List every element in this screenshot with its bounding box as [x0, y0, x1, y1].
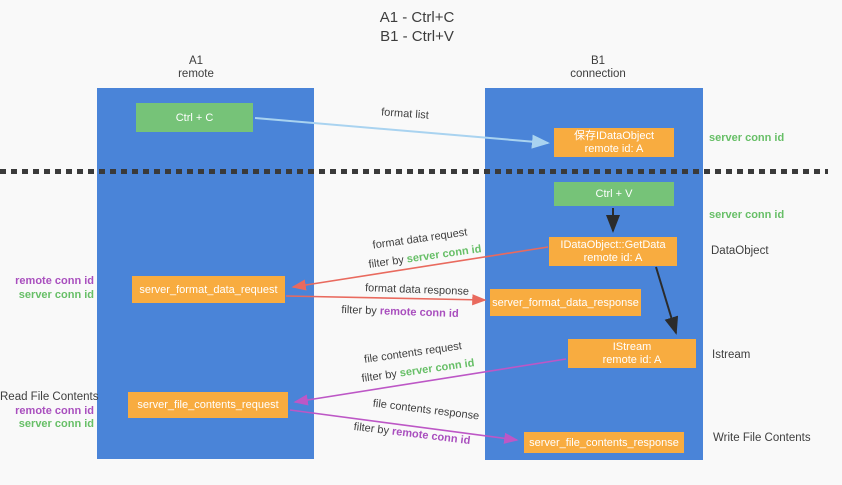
filter-by-remote-conn-id-label-2: filter by remote conn id: [353, 421, 471, 447]
istream-label: Istream: [712, 349, 751, 361]
getdata-line1: IDataObject::GetData: [560, 239, 666, 251]
column-a-id: A1: [188, 55, 204, 67]
machine-boundary-dotted-line: [0, 169, 828, 174]
column-a-subtitle: remote: [178, 68, 214, 80]
filter-by-text: filter by: [367, 254, 405, 271]
istream-box: IStream remote id: A: [568, 339, 696, 368]
left-conn-id-group-2: Read File Contents remote conn id server…: [0, 391, 99, 432]
save-idataobject-line1: 保存IDataObject: [573, 130, 655, 142]
ctrl-v-box: Ctrl + V: [554, 182, 674, 206]
server-conn-id-label-1: server conn id: [18, 288, 94, 301]
diagram-title: A1 - Ctrl+C B1 - Ctrl+V: [317, 8, 517, 46]
server-conn-id-keyword: server conn id: [406, 243, 483, 266]
format-list-label: format list: [380, 106, 430, 122]
server-conn-id-label-2: server conn id: [18, 418, 94, 430]
server-conn-id-label-mid: server conn id: [709, 209, 785, 221]
left-conn-id-group-1: remote conn id server conn id: [0, 275, 94, 302]
remote-conn-id-keyword: remote conn id: [379, 305, 459, 321]
server-format-data-request-box: server_format_data_request: [132, 276, 285, 303]
save-idataobject-box: 保存IDataObject remote id: A: [554, 128, 674, 157]
filter-by-text: filter by: [353, 420, 390, 438]
server-conn-id-keyword: server conn id: [399, 357, 476, 380]
istream-line1: IStream: [612, 341, 652, 353]
server-file-contents-response-box: server_file_contents_response: [524, 432, 684, 453]
getdata-line2: remote id: A: [583, 252, 643, 264]
remote-conn-id-label-2: remote conn id: [15, 404, 94, 417]
title-line-a1: A1 - Ctrl+C: [379, 9, 455, 26]
format-data-response-label: format data response: [364, 282, 470, 298]
ctrl-c-box: Ctrl + C: [136, 103, 253, 132]
column-b-subtitle: connection: [570, 68, 626, 80]
column-a-header: A1 remote: [126, 55, 266, 81]
server-format-data-response-box: server_format_data_response: [490, 289, 641, 316]
column-b-id: B1: [590, 55, 606, 67]
read-file-contents-label: Read File Contents: [0, 391, 99, 403]
save-idataobject-line2: remote id: A: [584, 143, 644, 155]
filter-by-text: filter by: [360, 368, 398, 385]
title-line-b1: B1 - Ctrl+V: [380, 28, 454, 45]
dataobject-label: DataObject: [711, 245, 769, 257]
filter-by-remote-conn-id-label-1: filter by remote conn id: [341, 304, 459, 320]
file-contents-response-label: file contents response: [372, 397, 480, 423]
column-b-header: B1 connection: [528, 55, 668, 81]
filter-by-text: filter by: [341, 303, 378, 318]
idataobject-getdata-box: IDataObject::GetData remote id: A: [549, 237, 677, 266]
write-file-contents-label: Write File Contents: [713, 432, 811, 444]
istream-line2: remote id: A: [602, 354, 662, 366]
remote-conn-id-label-1: remote conn id: [15, 275, 94, 287]
server-file-contents-request-box: server_file_contents_request: [128, 392, 288, 418]
server-conn-id-label-top: server conn id: [709, 132, 785, 144]
remote-conn-id-keyword: remote conn id: [391, 425, 471, 448]
